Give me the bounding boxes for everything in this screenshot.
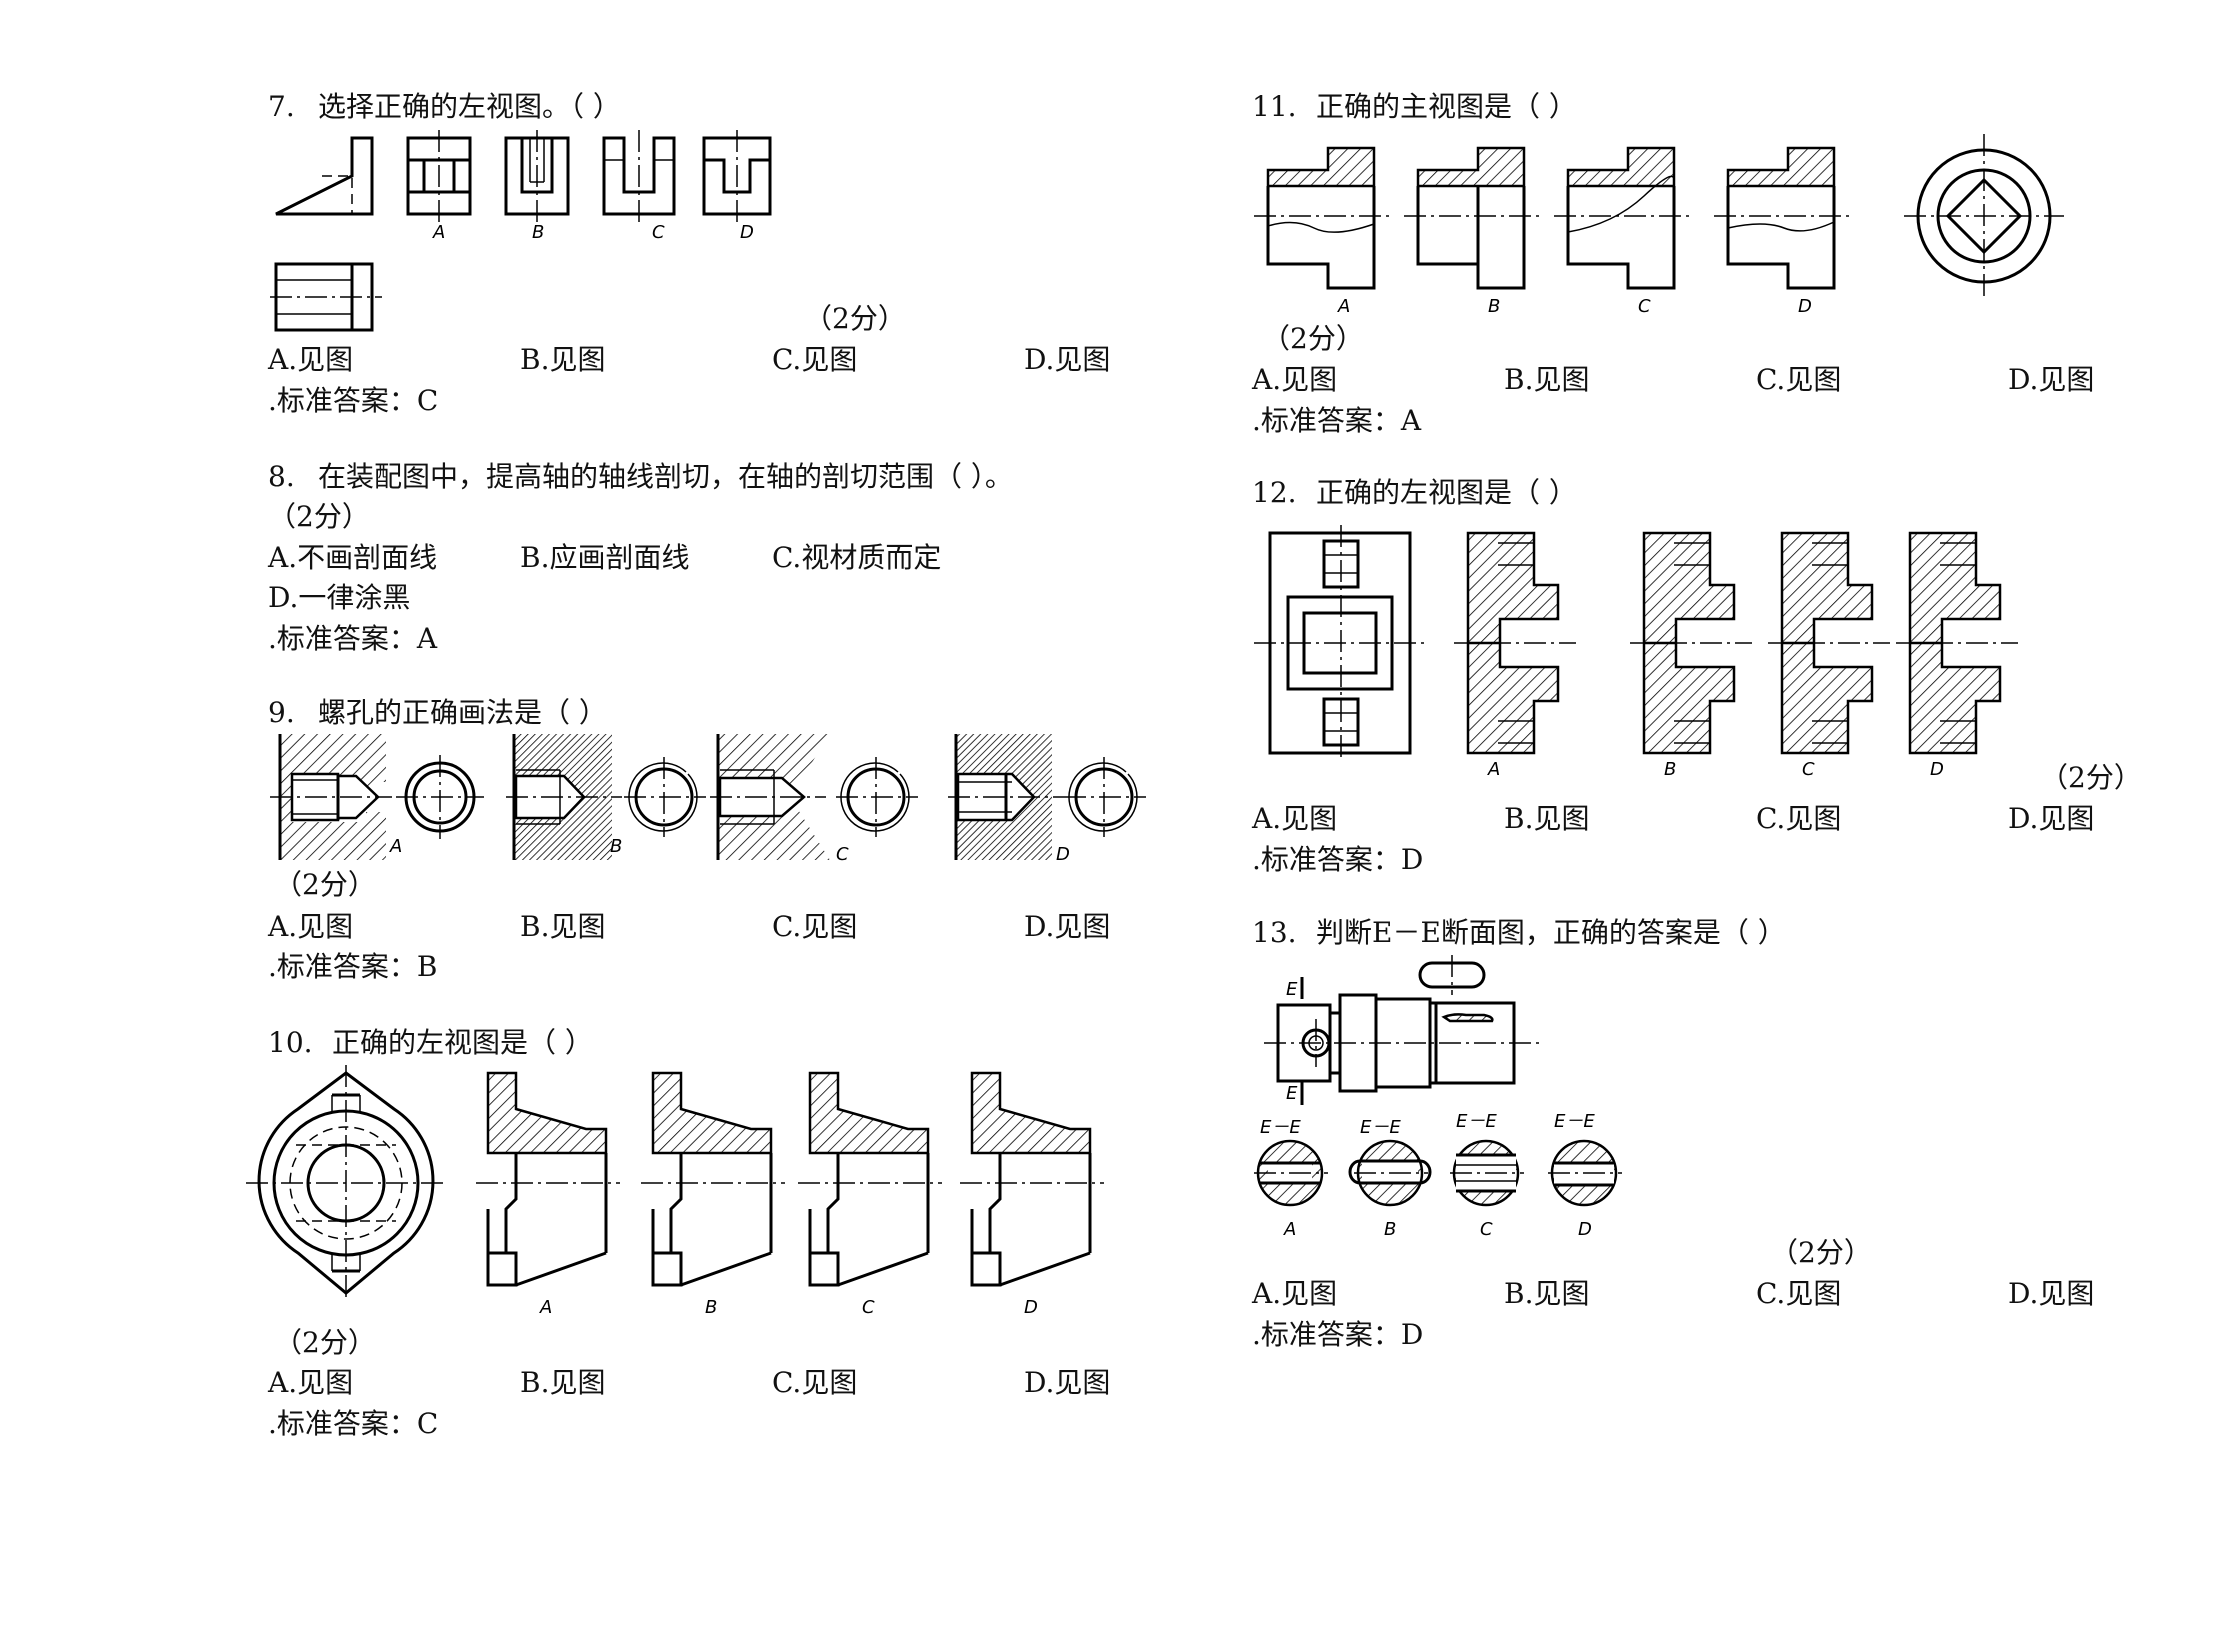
- figure-label-c: C: [1802, 759, 1815, 780]
- q12-figure: A B C D: [1254, 525, 2018, 780]
- option-c[interactable]: C.见图: [772, 910, 858, 943]
- figure-label-b: B: [1488, 296, 1500, 317]
- figure-label-d: D: [1930, 759, 1944, 780]
- figure-label-b: B: [1384, 1219, 1396, 1240]
- figure-label-c: C: [1480, 1219, 1493, 1240]
- question-number: 7.: [268, 90, 295, 123]
- figure-label-d: D: [1024, 1297, 1038, 1318]
- option-b[interactable]: B.见图: [520, 910, 606, 943]
- score: （2分）: [1770, 1236, 1872, 1269]
- q11-figure: A B C D: [1254, 134, 2064, 317]
- answer: .标准答案：D: [1252, 1318, 1424, 1351]
- answer: .标准答案：A: [268, 622, 438, 655]
- option-d[interactable]: D.见图: [2008, 802, 2095, 835]
- figure-label-a: A: [539, 1297, 552, 1318]
- option-c[interactable]: C.见图: [1756, 802, 1842, 835]
- question-number: 10.: [268, 1026, 313, 1059]
- section-mark-bottom: E: [1286, 1083, 1298, 1104]
- question-text: 选择正确的左视图。（ ）: [318, 90, 621, 123]
- question-text: 螺孔的正确画法是（ ）: [318, 696, 607, 729]
- q13-figure: E E E－E A E－E B E－E C: [1254, 955, 1622, 1240]
- score: （2分）: [804, 302, 906, 335]
- question-number: 8.: [268, 460, 295, 493]
- figure-label-d: D: [1056, 844, 1070, 865]
- score: （2分）: [2040, 761, 2142, 794]
- score: （2分）: [1262, 322, 1364, 355]
- option-b[interactable]: B.见图: [1504, 363, 1590, 396]
- figure-label-c: C: [652, 222, 665, 243]
- option-a[interactable]: A.见图: [268, 1366, 354, 1399]
- option-d[interactable]: D.见图: [2008, 1277, 2095, 1310]
- section-mark-top: E: [1286, 979, 1298, 1000]
- figure-label-b: B: [705, 1297, 717, 1318]
- score: （2分）: [268, 500, 370, 533]
- option-d[interactable]: D.见图: [1024, 910, 1111, 943]
- q7-figure: A B C D: [270, 130, 772, 332]
- option-c[interactable]: C.见图: [1756, 363, 1842, 396]
- option-b[interactable]: B.见图: [520, 343, 606, 376]
- question-text: 判断E－E断面图，正确的答案是（ ）: [1316, 916, 1786, 949]
- option-d[interactable]: D.见图: [1024, 1366, 1111, 1399]
- figure-label-a: A: [432, 222, 445, 243]
- option-d[interactable]: D.一律涂黑: [268, 581, 411, 614]
- option-c[interactable]: C.视材质而定: [772, 541, 942, 574]
- figure-label-a: A: [389, 836, 402, 857]
- answer: .标准答案：B: [268, 950, 438, 983]
- question-number: 13.: [1252, 916, 1297, 949]
- option-b[interactable]: B.应画剖面线: [520, 541, 690, 574]
- figure-label-b: B: [610, 836, 622, 857]
- figure-label-c: C: [862, 1297, 875, 1318]
- figure-label-a: A: [1487, 759, 1500, 780]
- answer: .标准答案：C: [268, 1407, 439, 1440]
- option-a[interactable]: A.不画剖面线: [268, 541, 438, 574]
- option-b[interactable]: B.见图: [520, 1366, 606, 1399]
- option-c[interactable]: C.见图: [1756, 1277, 1842, 1310]
- figure-label-a: A: [1337, 296, 1350, 317]
- question-text: 在装配图中，提高轴的轴线剖切，在轴的剖切范围（ ）。: [318, 460, 1013, 493]
- question-text: 正确的左视图是（ ）: [1316, 476, 1577, 509]
- figure-label-d: D: [1578, 1219, 1592, 1240]
- score: （2分）: [274, 868, 376, 901]
- figure-label-a: A: [1283, 1219, 1296, 1240]
- figure-label-c: C: [1638, 296, 1651, 317]
- question-number: 11.: [1252, 90, 1297, 123]
- option-a[interactable]: A.见图: [268, 910, 354, 943]
- answer: .标准答案：C: [268, 384, 439, 417]
- option-a[interactable]: A.见图: [1252, 802, 1338, 835]
- figure-label-b: B: [532, 222, 544, 243]
- q9-figure: A B C D: [270, 734, 1146, 865]
- option-b[interactable]: B.见图: [1504, 802, 1590, 835]
- option-a[interactable]: A.见图: [1252, 363, 1338, 396]
- section-label-b: E－E: [1360, 1117, 1401, 1138]
- question-number: 9.: [268, 696, 295, 729]
- figure-label-b: B: [1664, 759, 1676, 780]
- option-d[interactable]: D.见图: [1024, 343, 1111, 376]
- section-label-d: E－E: [1554, 1111, 1595, 1132]
- answer: .标准答案：D: [1252, 843, 1424, 876]
- option-b[interactable]: B.见图: [1504, 1277, 1590, 1310]
- q10-figure: A B C D: [246, 1065, 1104, 1318]
- figure-label-d: D: [1798, 296, 1812, 317]
- score: （2分）: [274, 1326, 376, 1359]
- question-number: 12.: [1252, 476, 1297, 509]
- question-text: 正确的主视图是（ ）: [1316, 90, 1577, 123]
- option-c[interactable]: C.见图: [772, 343, 858, 376]
- option-d[interactable]: D.见图: [2008, 363, 2095, 396]
- section-label-a: E－E: [1260, 1117, 1301, 1138]
- option-c[interactable]: C.见图: [772, 1366, 858, 1399]
- figure-label-c: C: [836, 844, 849, 865]
- question-text: 正确的左视图是（ ）: [332, 1026, 593, 1059]
- option-a[interactable]: A.见图: [1252, 1277, 1338, 1310]
- answer: .标准答案：A: [1252, 404, 1422, 437]
- figure-label-d: D: [740, 222, 754, 243]
- section-label-c: E－E: [1456, 1111, 1497, 1132]
- option-a[interactable]: A.见图: [268, 343, 354, 376]
